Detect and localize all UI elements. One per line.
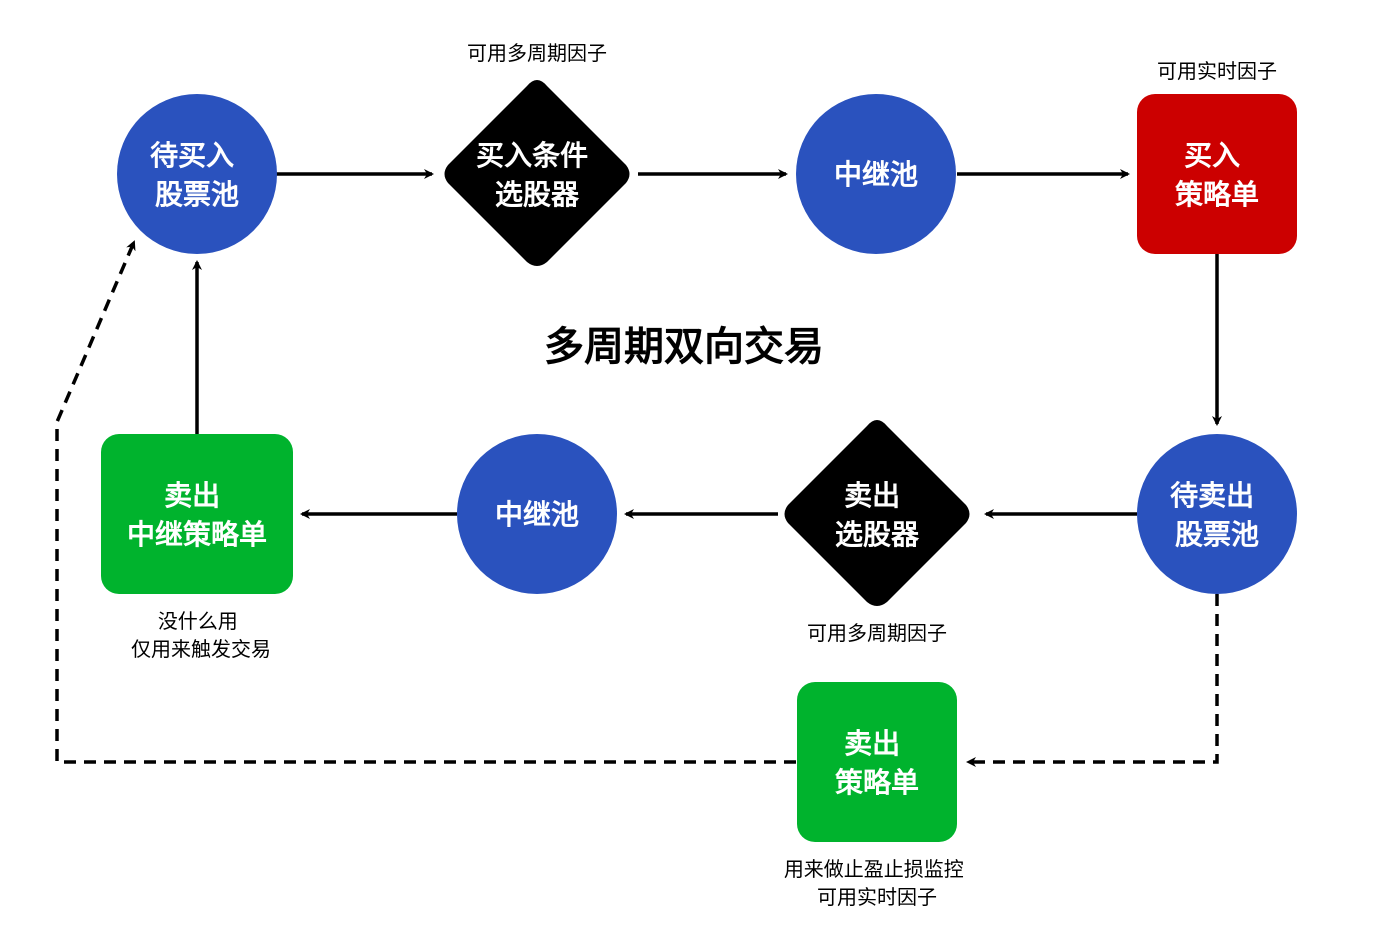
sell-relay-order-label-2: 中继策略单 [127,518,267,551]
buy-selector-label-2: 选股器 [495,178,580,211]
buy-selector-note: 可用多周期因子 [467,41,607,65]
sell-pool-label-2: 股票池 [1175,518,1259,551]
sell-order-label-2: 策略单 [835,766,919,799]
buy-pool-circle [117,94,277,254]
relay-bottom-circle [457,434,617,594]
relay-top-label: 中继池 [834,158,918,191]
buy-order-box [1137,94,1297,254]
relay-bottom-node: 中继池 [457,434,617,594]
sell-order-note-1: 用来做止盈止损监控 [784,857,964,881]
sell-selector-diamond [784,420,970,606]
sell-selector-label-2: 选股器 [835,518,920,551]
svg-text:用来做止盈止损监控 可用实时因子: 用来做止盈止损监控 可用实时因子 [784,857,970,909]
buy-selector-diamond [444,80,630,266]
relay-top-node: 中继池 [796,94,956,254]
diagram-title: 多周期双向交易 [544,324,824,370]
svg-text:卖出 中继策略单: 卖出 中继策略单 [127,479,267,551]
buy-pool-node: 待买入 股票池 [117,94,277,254]
sell-relay-order-box [101,434,293,594]
sell-order-node: 卖出 策略单 [797,682,957,842]
buy-order-label-1: 买入 [1184,139,1240,172]
edge-sell-pool-to-sell-order-dashed [966,594,1219,767]
sell-order-note-2: 可用实时因子 [817,885,937,909]
buy-selector-label-1: 买入条件 [476,139,588,172]
buy-order-note: 可用实时因子 [1157,59,1277,83]
buy-order-label-2: 策略单 [1175,178,1259,211]
sell-order-label-1: 卖出 [844,727,900,760]
sell-relay-note-1: 没什么用 [158,609,238,633]
svg-text:没什么用 仅用来触发交易: 没什么用 仅用来触发交易 [131,609,271,661]
buy-selector-node: 买入条件 选股器 [444,80,630,266]
edge-sell-order-to-buy-pool-dashed [55,240,796,764]
sell-selector-note: 可用多周期因子 [807,621,947,645]
svg-text:卖出 选股器: 卖出 选股器 [835,479,920,551]
sell-pool-circle [1137,434,1297,594]
svg-text:买入条件 选股器: 买入条件 选股器 [476,139,598,211]
sell-pool-node: 待卖出 股票池 [1137,434,1297,594]
buy-pool-label-2: 股票池 [155,178,239,211]
sell-relay-order-label-1: 卖出 [164,479,220,512]
relay-bottom-label: 中继池 [495,498,579,531]
sell-pool-label-1: 待卖出 [1170,479,1254,512]
sell-selector-label-1: 卖出 [844,479,900,512]
sell-selector-node: 卖出 选股器 [784,420,970,606]
svg-text:卖出 策略单: 卖出 策略单 [835,727,919,799]
sell-relay-note-2: 仅用来触发交易 [131,637,271,661]
buy-pool-label-1: 待买入 [150,139,234,172]
svg-text:待买入 股票池: 待买入 股票池 [150,139,244,211]
relay-top-circle [796,94,956,254]
sell-relay-order-node: 卖出 中继策略单 [101,434,293,594]
svg-text:买入 策略单: 买入 策略单 [1175,139,1259,211]
buy-order-node: 买入 策略单 [1137,94,1297,254]
svg-text:待卖出 股票池: 待卖出 股票池 [1170,479,1264,551]
sell-order-box [797,682,957,842]
